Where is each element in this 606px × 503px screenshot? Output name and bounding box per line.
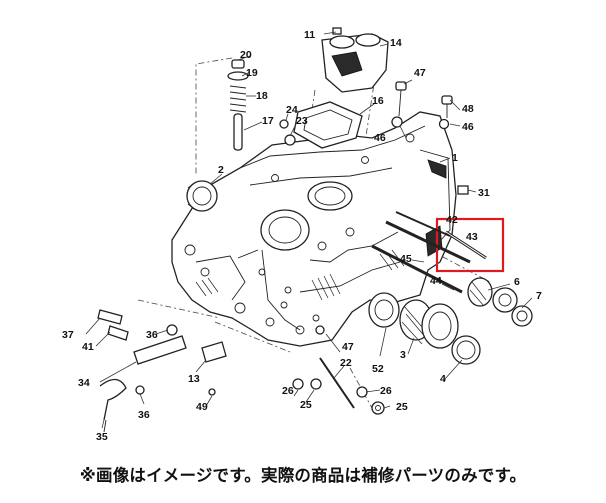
label-47a: 47 — [414, 67, 426, 79]
part-bolts-top — [279, 81, 453, 146]
part-lifter-block — [321, 27, 389, 93]
exploded-parts-diagram: 11 14 20 19 47 18 16 48 24 17 23 46 46 1… — [62, 27, 542, 443]
label-52: 52 — [372, 363, 384, 375]
part-cap-nut — [457, 185, 469, 195]
label-34: 34 — [78, 377, 90, 389]
label-36a: 36 — [146, 329, 158, 341]
label-22: 22 — [340, 357, 352, 369]
label-45: 45 — [400, 253, 412, 265]
label-26a: 26 — [282, 385, 294, 397]
label-3: 3 — [400, 349, 406, 361]
leader-lines — [85, 31, 533, 429]
label-44: 44 — [430, 275, 442, 287]
label-19: 19 — [246, 67, 258, 79]
part-bearing-assembly — [368, 277, 533, 365]
label-20: 20 — [240, 49, 252, 61]
part-left-fittings — [97, 309, 227, 433]
part-gasket — [293, 101, 363, 149]
crankcase-half — [171, 111, 457, 347]
label-36b: 36 — [138, 409, 150, 421]
label-26b: 26 — [380, 385, 392, 397]
label-24: 24 — [286, 104, 298, 116]
label-7: 7 — [536, 290, 542, 302]
label-47b: 47 — [342, 341, 354, 353]
label-31: 31 — [478, 187, 490, 199]
label-37: 37 — [62, 329, 74, 341]
label-35: 35 — [96, 431, 108, 443]
part-stud-43 — [445, 230, 487, 260]
label-13: 13 — [188, 373, 200, 385]
label-46a: 46 — [462, 121, 474, 133]
label-25b: 25 — [396, 401, 408, 413]
label-11: 11 — [304, 29, 315, 41]
label-23: 23 — [296, 115, 308, 127]
part-valve-spring — [227, 59, 249, 151]
label-17: 17 — [262, 115, 274, 127]
label-49: 49 — [196, 401, 208, 413]
part-shafts — [371, 211, 471, 294]
label-48: 48 — [462, 103, 474, 115]
label-43: 43 — [466, 231, 478, 243]
label-25a: 25 — [300, 399, 312, 411]
label-18: 18 — [256, 90, 268, 102]
disclaimer-caption: ※画像はイメージです。実際の商品は補修パーツのみです。 — [79, 466, 527, 485]
label-4: 4 — [440, 373, 446, 385]
label-1: 1 — [452, 152, 458, 164]
label-2: 2 — [218, 164, 224, 176]
label-42: 42 — [446, 214, 458, 226]
label-46b: 46 — [374, 132, 386, 144]
part-bushing — [186, 180, 218, 212]
part-labels: 11 14 20 19 47 18 16 48 24 17 23 46 46 1… — [62, 29, 542, 443]
label-41: 41 — [82, 341, 94, 353]
label-16: 16 — [372, 95, 384, 107]
label-14: 14 — [390, 37, 402, 49]
label-6: 6 — [514, 276, 520, 288]
